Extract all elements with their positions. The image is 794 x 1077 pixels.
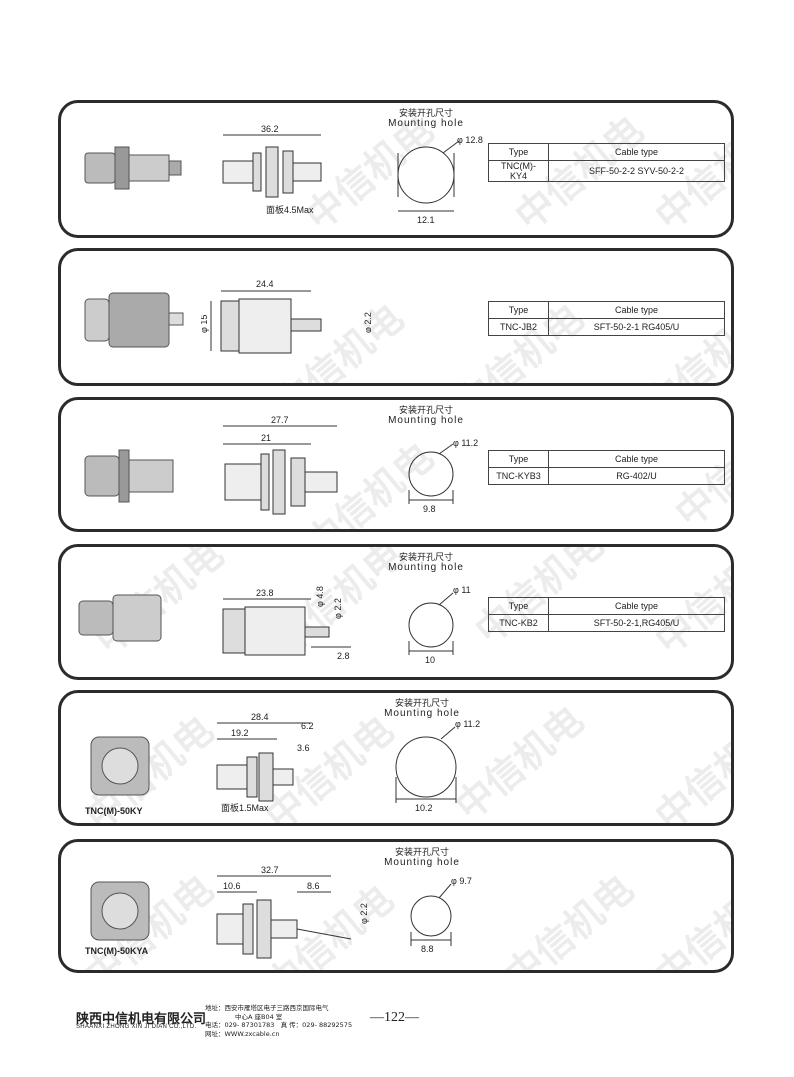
hole-diameter: φ 11.2 — [453, 438, 478, 448]
dim-diameter-1: φ 4.8 — [315, 586, 325, 607]
cable-value: SFT-50-2-1,RG405/U — [548, 614, 725, 632]
dim-a: 6.2 — [301, 721, 314, 731]
dim-diameter-2: φ 2.2 — [333, 598, 343, 619]
page-number: —122— — [370, 1010, 419, 1025]
type-value: TNC-JB2 — [488, 318, 549, 336]
dim-length: 24.4 — [256, 279, 274, 289]
dim-length: 36.2 — [261, 124, 279, 134]
dim-length-2: 21 — [261, 433, 271, 443]
dim-length: 32.7 — [261, 865, 279, 875]
product-panel-2: 中信机电 中信机电 中信机电 24.4 φ 15 φ 2.2 TypeCable… — [58, 248, 734, 386]
hole-diameter: φ 9.7 — [451, 876, 472, 886]
company-name-en: SHAANXI ZHONG XIN JI DIAN CO.,LTD. — [76, 1024, 197, 1030]
footer: 陕西中信机电有限公司 SHAANXI ZHONG XIN JI DIAN CO.… — [0, 1002, 794, 1042]
hole-drawing: 10.2 φ 11.2 — [395, 719, 480, 813]
dim-pin: φ 2.2 — [359, 903, 369, 924]
dimension-drawing: 24.4 φ 15 φ 2.2 — [201, 279, 371, 354]
hole-diameter: φ 11.2 — [455, 719, 480, 729]
dim-length-2: 10.6 — [223, 881, 241, 891]
hole-diameter: φ 11 — [453, 585, 471, 595]
cable-value: RG-402/U — [548, 467, 725, 485]
hole-diameter: φ 12.8 — [457, 135, 483, 145]
connector-photo — [84, 146, 182, 190]
company-name-cn: 陕西中信机电有限公司 — [76, 1012, 207, 1027]
type-value: TNC(M)-KY4 — [488, 160, 549, 182]
connector-photo — [84, 292, 184, 348]
dim-length-2: 19.2 — [231, 728, 249, 738]
hole-width: 9.8 — [423, 504, 436, 514]
dimension-drawing: 36.2 面板4.5Max — [222, 124, 322, 215]
connector-photo — [84, 449, 174, 503]
hole-width: 10.2 — [415, 803, 433, 813]
hole-width: 10 — [425, 655, 435, 665]
dim-panel: 面板4.5Max — [266, 204, 314, 215]
type-value: TNC-KB2 — [488, 614, 549, 632]
dim-diameter: φ 15 — [201, 315, 209, 333]
watermark: 中信机电 — [496, 866, 642, 973]
dim-pin: 2.8 — [337, 651, 350, 661]
hole-width: 12.1 — [417, 215, 435, 225]
hole-drawing: 9.8 φ 11.2 — [408, 438, 478, 514]
hole-drawing: 10 φ 11 — [408, 585, 471, 665]
dim-length: 27.7 — [271, 415, 289, 425]
hole-drawing: 12.1 φ 12.8 — [397, 135, 483, 225]
model-label: TNC(M)-50KY — [85, 806, 143, 816]
product-panel-5: 中信机电 中信机电 中信机电 中信机电 TNC(M)-50KY 28.4 6.2… — [58, 690, 734, 826]
watermark: 中信机电 — [646, 707, 734, 826]
dim-length: 23.8 — [256, 588, 274, 598]
watermark: 中信机电 — [646, 866, 734, 973]
type-value: TNC-KYB3 — [488, 467, 549, 485]
dimension-drawing: 32.7 10.6 8.6 φ 2.2 — [216, 865, 369, 959]
dimension-drawing: 27.7 21 — [223, 415, 338, 515]
hole-drawing: 8.8 φ 9.7 — [410, 876, 472, 954]
connector-photo — [78, 594, 162, 642]
dimension-drawing: 28.4 6.2 19.2 3.6 面板1.5Max — [216, 712, 314, 813]
hole-width: 8.8 — [421, 944, 434, 954]
dim-pin: φ 2.2 — [363, 312, 371, 333]
connector-photo — [90, 736, 150, 796]
dimension-drawing: 23.8 φ 4.8 φ 2.2 2.8 — [222, 586, 351, 661]
cable-value: SFT-50-2-1 RG405/U — [548, 318, 725, 336]
dim-length: 28.4 — [251, 712, 269, 722]
model-label: TNC(M)-50KYA — [85, 946, 149, 956]
connector-photo — [90, 881, 150, 941]
contact-info: 地址：西安市雁塔区电子三路西京国际电气 中心A 座B04 室 电话：029- 8… — [205, 1004, 353, 1038]
product-panel-6: 中信机电 中信机电 中信机电 中信机电 TNC(M)-50KYA 32.7 10… — [58, 839, 734, 973]
dim-b: 3.6 — [297, 743, 310, 753]
dim-length-3: 8.6 — [307, 881, 320, 891]
product-panel-4: 中信机电 中信机电 中信机电 中信机电 23.8 φ 4.8 φ 2.2 2.8… — [58, 544, 734, 680]
cable-value: SFF-50-2-2 SYV-50-2-2 — [548, 160, 725, 182]
dim-panel: 面板1.5Max — [221, 802, 269, 813]
